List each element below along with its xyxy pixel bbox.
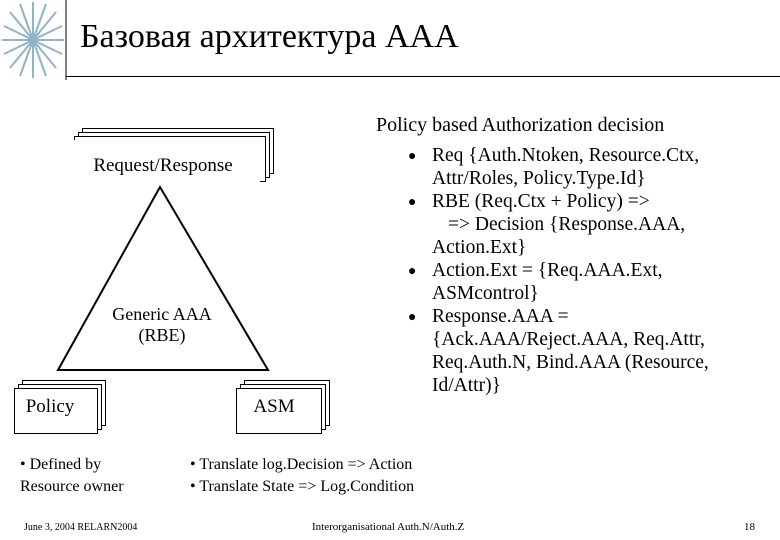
- asm-note: • Translate log.Decision => Action • Tra…: [190, 454, 414, 498]
- policy-box: Policy: [12, 380, 108, 436]
- starburst-logo-icon: [2, 0, 67, 80]
- bullet-item: ● Response.AAA = {Ack.AAA/Reject.AAA, Re…: [408, 305, 748, 397]
- note-line: • Defined by: [20, 456, 102, 473]
- bullet-dot-icon: ●: [408, 149, 417, 164]
- generic-aaa-line: (RBE): [138, 325, 186, 345]
- request-response-box: Request/Response: [68, 128, 274, 186]
- bullet-text: Action.Ext}: [432, 237, 527, 258]
- asm-box: ASM: [232, 380, 332, 436]
- bullet-text: Id/Attr)}: [432, 375, 501, 396]
- policy-heading: Policy based Authorization decision: [376, 114, 665, 136]
- footer-date: June 3, 2004 RELARN2004: [24, 522, 138, 533]
- bullet-text: Req {Auth.Ntoken, Resource.Ctx,: [432, 145, 700, 166]
- request-response-label: Request/Response: [93, 155, 233, 176]
- bullet-dot-icon: ●: [408, 310, 417, 325]
- bullet-dot-icon: ●: [408, 195, 417, 210]
- bullet-list: ● Req {Auth.Ntoken, Resource.Ctx, Attr/R…: [408, 144, 748, 397]
- bullet-text: Attr/Roles, Policy.Type.Id}: [432, 168, 646, 189]
- note-line: • Translate State => Log.Condition: [190, 478, 415, 495]
- title-underline: [66, 76, 780, 77]
- note-line: • Translate log.Decision => Action: [190, 456, 413, 473]
- slide-title: Базовая архитектура AAA: [80, 18, 459, 55]
- footer-center-title: Interorganisational Auth.N/Auth.Z: [312, 521, 465, 533]
- bullet-text: ASMcontrol}: [432, 283, 539, 304]
- asm-label: ASM: [253, 396, 295, 417]
- bullet-text: {Ack.AAA/Reject.AAA, Req.Attr,: [432, 329, 705, 350]
- policy-label: Policy: [25, 396, 75, 417]
- bullet-text: => Decision {Response.AAA,: [448, 214, 686, 235]
- page-number: 18: [744, 521, 755, 533]
- bullet-item: ● RBE (Req.Ctx + Policy) => => Decision …: [408, 190, 748, 259]
- bullet-item: ● Action.Ext = {Req.AAA.Ext, ASMcontrol}: [408, 259, 748, 305]
- bullet-text: RBE (Req.Ctx + Policy) =>: [432, 191, 650, 212]
- bullet-item: ● Req {Auth.Ntoken, Resource.Ctx, Attr/R…: [408, 144, 748, 190]
- bullet-dot-icon: ●: [408, 264, 417, 279]
- policy-note: • Defined by Resource owner: [20, 454, 124, 498]
- note-line: Resource owner: [20, 478, 124, 495]
- generic-aaa-line: Generic AAA: [112, 304, 212, 324]
- bullet-text: Action.Ext = {Req.AAA.Ext,: [432, 260, 663, 281]
- generic-aaa-label: Generic AAA (RBE): [102, 304, 222, 346]
- bullet-text: Req.Auth.N, Bind.AAA (Resource,: [432, 352, 709, 373]
- bullet-text: Response.AAA =: [432, 306, 569, 327]
